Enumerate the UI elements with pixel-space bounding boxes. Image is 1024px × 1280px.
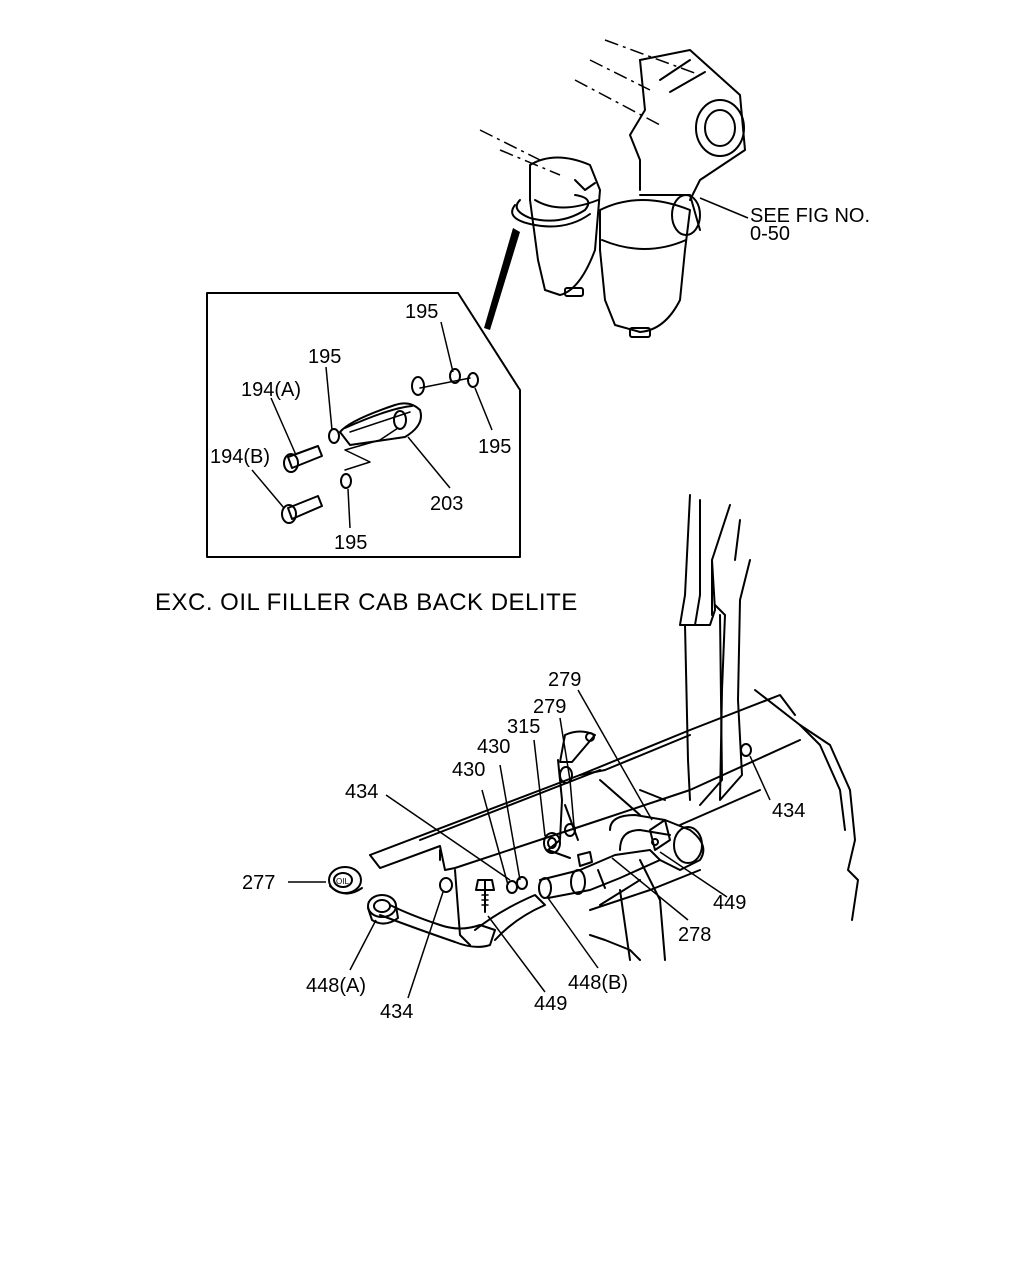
callout-277: 277 [242,872,275,894]
callout-195-bottom: 195 [334,532,367,554]
callout-434-right: 434 [772,800,805,822]
washer-195-left [328,428,340,444]
callout-449-bottom: 449 [534,993,567,1015]
detail-box [206,292,521,558]
washer-195-top [449,368,461,384]
oil-cap-text: OIL [336,877,349,886]
engine-filter-assembly [479,39,746,338]
washer-195-right [467,372,479,388]
see-fig-number: 0-50 [750,223,790,245]
bolt-194a [283,445,323,473]
callout-195-right: 195 [478,436,511,458]
filler-pipe-assembly: OIL [328,494,859,961]
callout-278: 278 [678,924,711,946]
lower-leaders [288,689,771,999]
section-caption: EXC. OIL FILLER CAB BACK DELITE [155,589,578,616]
callout-434-bottom: 434 [380,1001,413,1023]
callout-315: 315 [507,716,540,738]
callout-203: 203 [430,493,463,515]
see-fig-label: SEE FIG NO. [750,205,870,227]
callout-194b: 194(B) [210,446,270,468]
callout-194a: 194(A) [241,379,301,401]
bolt-194b [281,495,323,524]
callout-195-top: 195 [405,301,438,323]
callout-449-right: 449 [713,892,746,914]
callout-279-a: 279 [548,669,581,691]
callout-448b: 448(B) [568,972,628,994]
washer-195-bottom [340,473,352,489]
callout-279-b: 279 [533,696,566,718]
callout-448a: 448(A) [306,975,366,997]
callout-434-left: 434 [345,781,378,803]
callout-195-left: 195 [308,346,341,368]
callout-430-a: 430 [477,736,510,758]
see-fig-leader [699,197,749,219]
callout-430-b: 430 [452,759,485,781]
